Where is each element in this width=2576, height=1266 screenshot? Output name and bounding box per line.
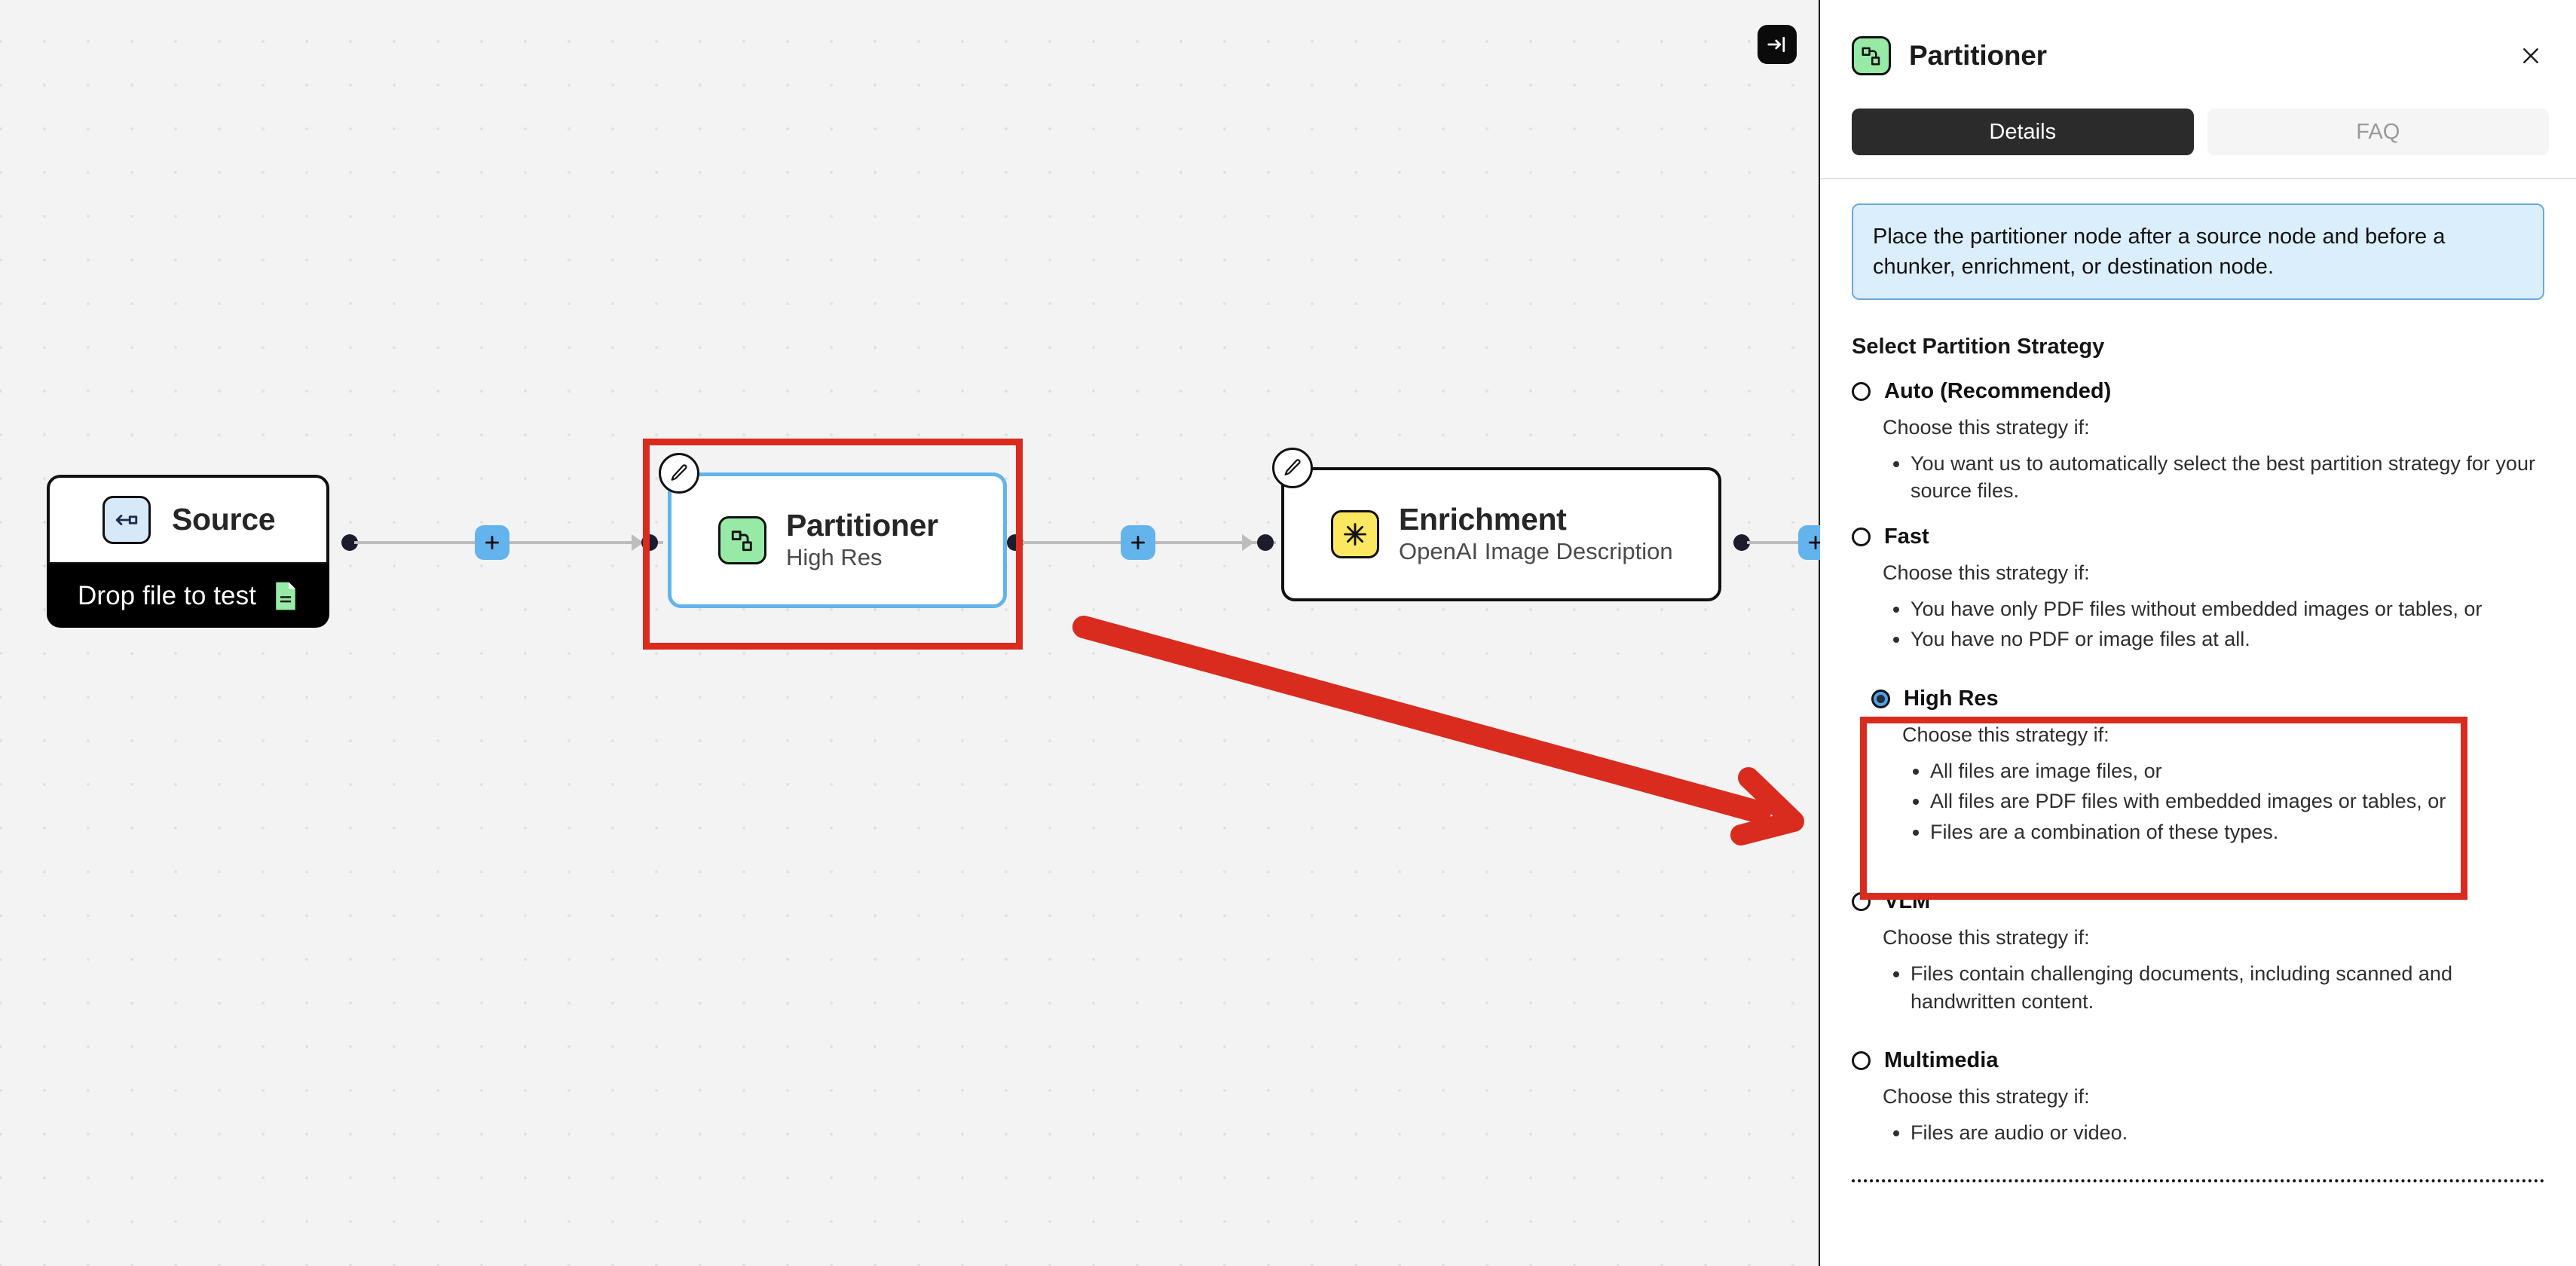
source-arrow-icon [102,496,151,544]
list-item: All files are image files, or [1930,757,2544,784]
node-partitioner[interactable]: Partitioner High Res [659,453,1007,608]
radio-fast[interactable] [1852,527,1871,546]
tab-faq[interactable]: FAQ [2207,109,2549,155]
collapse-panel-button[interactable] [1758,25,1797,64]
list-item: Files contain challenging documents, inc… [1911,960,2544,1015]
option-vlm-head[interactable]: VLM [1852,889,2544,914]
node-partitioner-card[interactable]: Partitioner High Res [668,472,1007,608]
pencil-icon [1284,459,1301,476]
pencil-icon [671,464,687,481]
annotation-arrow [1072,616,1804,846]
canvas-panel-divider [1819,0,1820,1266]
node-source-title: Source [172,502,276,537]
option-fast-head[interactable]: Fast [1852,524,2544,549]
edge-dot-enrichment-in [1257,534,1274,551]
add-node-after-partitioner-button[interactable] [1121,525,1155,560]
panel-bottom-divider [1852,1179,2544,1183]
node-enrichment-subtitle: OpenAI Image Description [1399,538,1673,565]
option-high-res-head[interactable]: High Res [1871,687,2544,711]
list-item: You have only PDF files without embedded… [1911,595,2544,622]
list-item: You have no PDF or image files at all. [1911,625,2544,653]
arrow-to-right-bar-icon [1767,36,1785,53]
edge-dot-source-out [341,534,358,551]
option-high-res-label: High Res [1904,686,1999,711]
sparkle-asterisk-icon [1331,510,1379,558]
option-auto[interactable]: Auto (Recommended) Choose this strategy … [1852,379,2544,505]
close-panel-button[interactable] [2513,38,2549,74]
option-fast-label: Fast [1884,524,1929,549]
option-high-res-bullets: All files are image files, or All files … [1930,757,2544,846]
radio-auto[interactable] [1852,382,1871,402]
option-multimedia-head[interactable]: Multimedia [1852,1048,2544,1073]
option-multimedia-bullets: Files are audio or video. [1911,1119,2544,1146]
list-item: Files are a combination of these types. [1930,818,2544,846]
panel-tabs: Details FAQ [1820,90,2576,155]
node-enrichment-edit-button[interactable] [1272,448,1313,488]
plus-icon [1131,536,1145,549]
panel-body: Place the partitioner node after a sourc… [1820,179,2576,1266]
tabs-underline [1820,178,2576,179]
node-source-drop-banner[interactable]: Drop file to test [47,564,329,628]
option-vlm-label: VLM [1884,889,1931,914]
option-high-res-prompt: Choose this strategy if: [1902,723,2109,746]
drop-file-label: Drop file to test [77,580,257,610]
option-high-res[interactable]: High Res Choose this strategy if: All fi… [1852,687,2544,846]
panel-header: Partitioner [1820,0,2576,90]
details-panel: Partitioner Details FAQ Place the partit… [1820,0,2576,1266]
node-partitioner-title: Partitioner [786,508,938,543]
option-auto-bullets: You want us to automatically select the … [1911,450,2544,505]
node-partitioner-edit-button[interactable] [659,453,699,494]
option-vlm[interactable]: VLM Choose this strategy if: Files conta… [1852,889,2544,1015]
option-multimedia-label: Multimedia [1884,1047,1999,1072]
plus-icon [1809,536,1820,549]
node-enrichment-card[interactable]: Enrichment OpenAI Image Description [1281,467,1721,601]
option-multimedia-prompt: Choose this strategy if: [1883,1084,2090,1108]
option-multimedia[interactable]: Multimedia Choose this strategy if: File… [1852,1048,2544,1146]
option-vlm-bullets: Files contain challenging documents, inc… [1911,960,2544,1015]
tab-details[interactable]: Details [1852,109,2194,155]
node-partitioner-subtitle: High Res [786,544,883,571]
panel-title: Partitioner [1909,40,2047,71]
radio-multimedia[interactable] [1852,1050,1871,1070]
edge-dot-partitioner-in [641,534,658,551]
option-fast-bullets: You have only PDF files without embedded… [1911,595,2544,653]
partition-nodes-icon [718,516,766,564]
node-source[interactable]: Source Drop file to test [47,475,329,628]
add-node-after-enrichment-button[interactable] [1798,525,1820,560]
node-source-card[interactable]: Source [47,475,329,565]
section-title-partition-strategy: Select Partition Strategy [1852,335,2105,359]
radio-vlm[interactable] [1852,892,1871,912]
add-node-after-source-button[interactable] [475,525,509,560]
list-item: You want us to automatically select the … [1911,450,2544,505]
option-auto-label: Auto (Recommended) [1884,379,2112,404]
partition-nodes-icon [1852,36,1891,75]
radio-high-res[interactable] [1871,689,1890,708]
option-fast[interactable]: Fast Choose this strategy if: You have o… [1852,524,2544,653]
option-fast-prompt: Choose this strategy if: [1883,561,2090,584]
edge-arrowhead-2 [1242,534,1254,551]
edge-arrowhead-1 [632,534,644,551]
document-icon [276,582,295,610]
option-auto-head[interactable]: Auto (Recommended) [1852,379,2544,404]
option-auto-prompt: Choose this strategy if: [1883,416,2090,439]
node-enrichment[interactable]: Enrichment OpenAI Image Description [1272,448,1721,601]
list-item: All files are PDF files with embedded im… [1930,787,2544,815]
list-item: Files are audio or video. [1911,1119,2544,1146]
edge-dot-enrichment-out [1733,534,1750,551]
workflow-canvas[interactable]: Source Drop file to test [0,0,1820,1266]
node-enrichment-title: Enrichment [1399,502,1567,537]
close-icon [2523,48,2538,63]
plus-icon [485,536,499,549]
option-vlm-prompt: Choose this strategy if: [1883,926,2090,950]
info-banner: Place the partitioner node after a sourc… [1852,203,2544,301]
edge-enrichment-next [1747,541,1807,544]
